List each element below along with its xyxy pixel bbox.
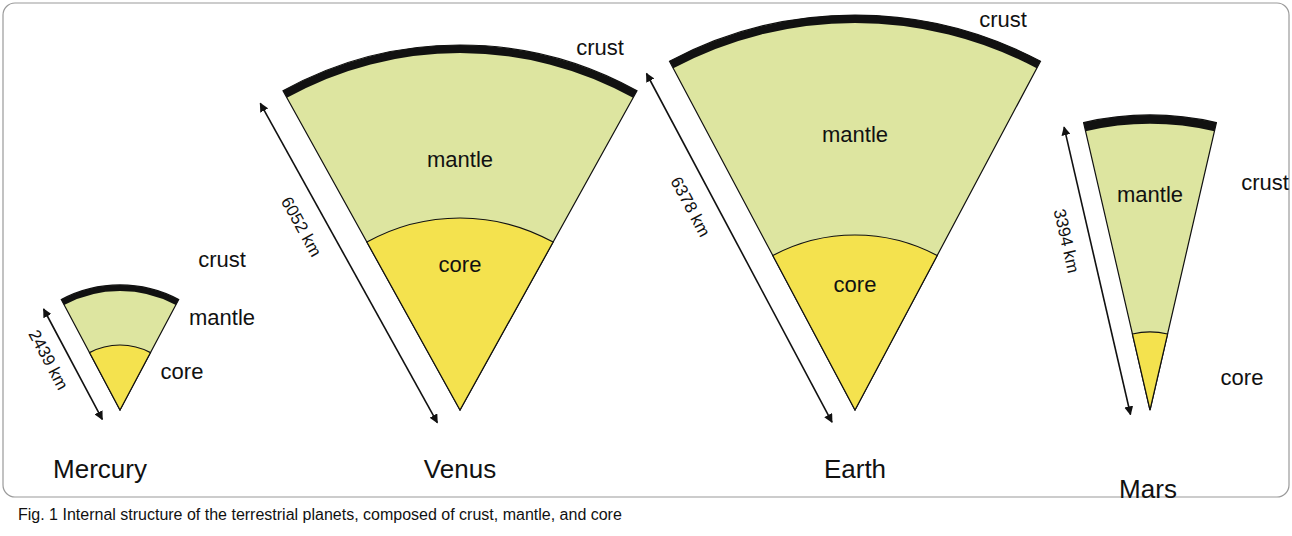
radius-arrow <box>647 74 833 423</box>
figure-caption: Fig. 1 Internal structure of the terrest… <box>18 506 622 524</box>
mercury-wedge <box>44 285 179 419</box>
layer-label: core <box>439 252 482 277</box>
figure-frame <box>3 3 1289 497</box>
layer-label: crust <box>198 247 246 272</box>
layer-label: crust <box>576 35 624 60</box>
radius-arrow <box>260 103 437 422</box>
planet-name: Mars <box>1119 475 1177 505</box>
mars-wedge <box>1064 115 1216 414</box>
planet-name: Venus <box>424 455 496 485</box>
distance-label: 6378 km <box>666 174 714 241</box>
layer-label: mantle <box>822 122 888 147</box>
venus-wedge <box>260 45 637 423</box>
layer-label: mantle <box>1117 182 1183 207</box>
layer-label: mantle <box>427 147 493 172</box>
planet-name: Earth <box>824 455 886 485</box>
planet-name: Mercury <box>53 455 147 485</box>
earth-wedge <box>647 15 1041 422</box>
distance-label: 6052 km <box>277 194 326 261</box>
distance-label: 3394 km <box>1049 207 1083 275</box>
layer-label: core <box>161 359 204 384</box>
distance-label: 2439 km <box>24 327 72 394</box>
layer-label: core <box>1221 365 1264 390</box>
layer-label: crust <box>979 7 1027 32</box>
layer-label: core <box>834 272 877 297</box>
layer-label: crust <box>1241 170 1289 195</box>
layer-label: mantle <box>189 305 255 330</box>
